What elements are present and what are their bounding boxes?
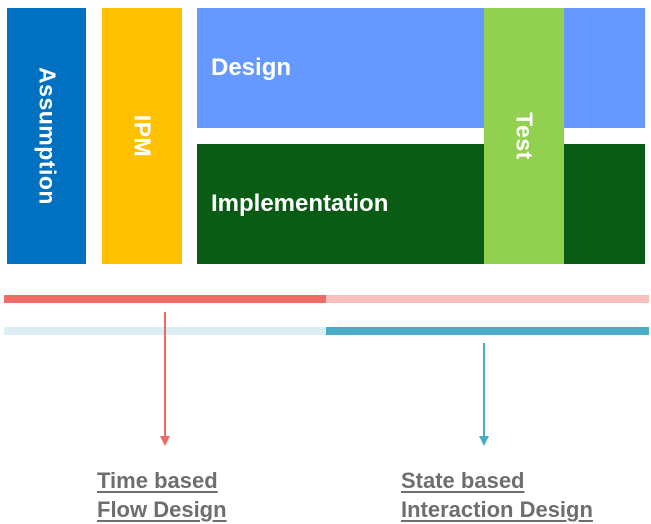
test-block: Test [484, 8, 564, 264]
state-arrow [479, 343, 489, 446]
time-bar-strong-segment [4, 295, 326, 303]
assumption-block: Assumption [7, 8, 86, 264]
caption-left-line1: Time based [97, 468, 218, 493]
time-bar-faint-segment [326, 295, 649, 303]
time-based-flow-design-caption: Time based Flow Design [97, 466, 227, 524]
caption-right-line2: Interaction Design [401, 497, 593, 522]
implementation-block: Implementation [197, 144, 645, 264]
state-bar-strong-segment [326, 327, 649, 335]
state-based-interaction-design-caption: State based Interaction Design [401, 466, 593, 524]
implementation-label: Implementation [211, 190, 389, 217]
ipm-block: IPM [102, 8, 182, 264]
caption-left-line2: Flow Design [97, 497, 227, 522]
caption-right-line1: State based [401, 468, 525, 493]
design-label: Design [211, 54, 292, 81]
time-arrow [160, 312, 170, 446]
design-block: Design [197, 8, 645, 128]
